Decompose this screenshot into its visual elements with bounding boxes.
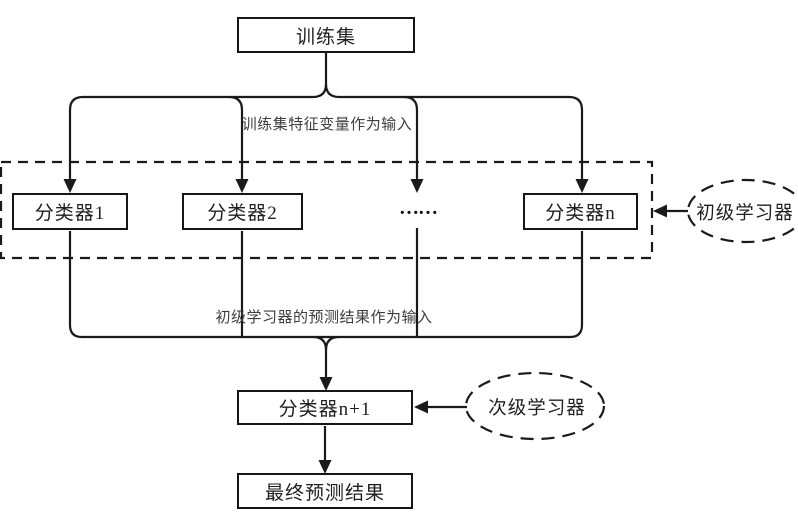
primary-learners-dashed-boundary bbox=[0, 160, 654, 260]
arrowhead-icon bbox=[319, 377, 333, 391]
label-primary-learner: 初级学习器 bbox=[696, 204, 794, 224]
arrowhead-icon bbox=[63, 179, 77, 193]
arrow-train-to-ellipsis bbox=[403, 95, 419, 181]
arrow-train-to-classifier1 bbox=[68, 53, 328, 181]
primary-learner-ellipse bbox=[686, 178, 798, 244]
arrowhead-icon bbox=[235, 179, 249, 193]
line-classifier1-output bbox=[68, 231, 83, 339]
arrow-train-to-classifier-n bbox=[324, 83, 584, 181]
arrow-train-to-classifier2 bbox=[228, 95, 244, 181]
label-secondary-learner: 次级学习器 bbox=[488, 399, 586, 419]
line-merge-funnel-right bbox=[324, 335, 340, 351]
line-merge-funnel-left bbox=[312, 335, 328, 351]
arrowhead-icon bbox=[653, 204, 667, 218]
arrowhead-icon bbox=[318, 460, 332, 474]
node-classifier-n-plus-1: 分类器n+1 bbox=[237, 390, 413, 425]
node-classifier-1: 分类器1 bbox=[12, 193, 128, 230]
node-classifier-n: 分类器n bbox=[523, 193, 638, 230]
secondary-learner-ellipse bbox=[464, 371, 606, 441]
line-classifier-n-output bbox=[569, 231, 584, 339]
arrowhead-icon bbox=[410, 179, 424, 193]
label-primary-predictions-input: 初级学习器的预测结果作为输入 bbox=[215, 310, 433, 326]
arrowhead-icon bbox=[575, 179, 589, 193]
node-classifier-2: 分类器2 bbox=[182, 193, 303, 230]
classifier-ellipsis: …… bbox=[399, 197, 438, 219]
node-training-set: 训练集 bbox=[237, 17, 415, 53]
arrowhead-icon bbox=[414, 400, 428, 414]
node-final-result: 最终预测结果 bbox=[237, 473, 413, 509]
label-training-features-input: 训练集特征变量作为输入 bbox=[241, 117, 413, 133]
